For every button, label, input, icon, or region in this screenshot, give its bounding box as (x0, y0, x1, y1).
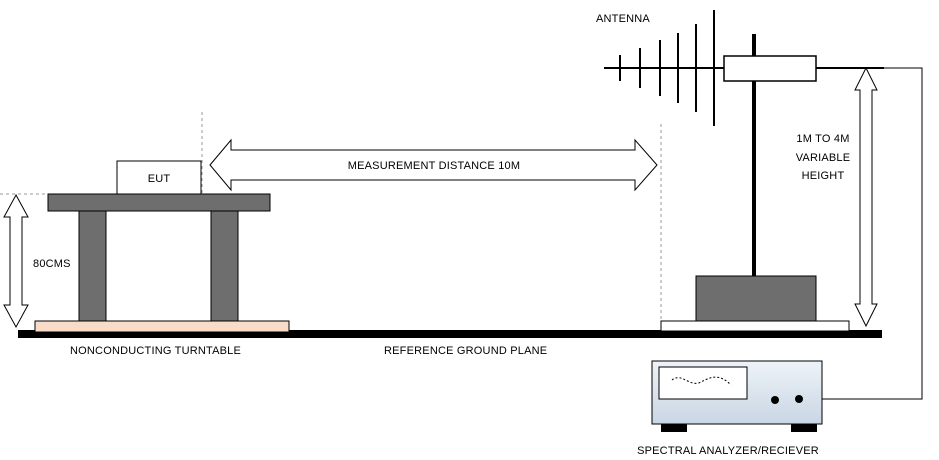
analyzer-screen (658, 366, 748, 400)
measurement-distance-arrow (209, 138, 658, 192)
antenna-height-arrow (854, 66, 878, 328)
turntable-label: NONCONDUCTING TURNTABLE (70, 345, 241, 357)
analyzer-label: SPECTRAL ANALYZER/RECIEVER (637, 445, 819, 457)
table-leg-left (78, 210, 107, 322)
ground-plane-label: REFERENCE GROUND PLANE (384, 345, 547, 357)
measurement-distance-label: MEASUREMENT DISTANCE 10M (348, 160, 520, 172)
height-label-line2: VARIABLE (796, 152, 851, 164)
antenna-label: ANTENNA (596, 13, 650, 25)
waveform-icon (671, 376, 732, 386)
antenna (604, 10, 884, 126)
table-height-label: 80CMS (33, 258, 71, 270)
height-label-line3: HEIGHT (802, 170, 845, 182)
analyzer-knob-right (795, 395, 803, 403)
spectral-analyzer (651, 360, 823, 432)
table-leg-right (210, 210, 239, 322)
nonconducting-turntable (34, 320, 290, 333)
table-height-arrow (3, 193, 29, 329)
antenna-cable (800, 67, 923, 400)
eut-box (116, 160, 202, 195)
eut-label: EUT (148, 173, 171, 185)
height-label-line1: 1M TO 4M (796, 133, 849, 145)
antenna-mast (752, 34, 756, 276)
analyzer-knob-left (771, 396, 779, 404)
reference-ground-plane (18, 330, 882, 338)
mast-base-block (695, 275, 817, 322)
table-top (47, 193, 271, 212)
mast-base-plate (660, 320, 850, 332)
